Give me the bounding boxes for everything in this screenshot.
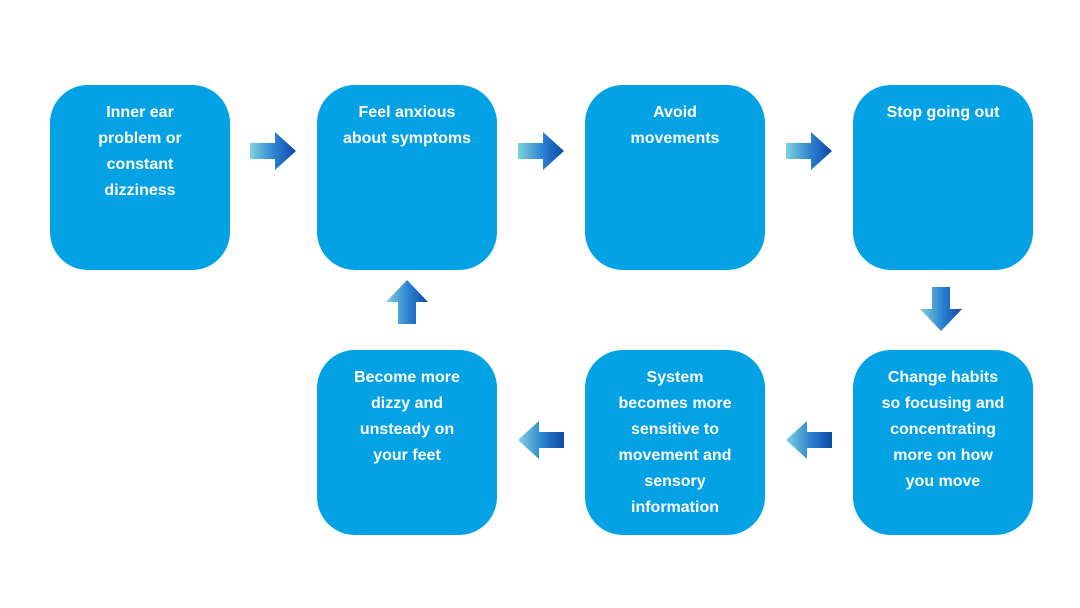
node-avoid-movements: Avoid movements <box>585 85 765 270</box>
connector-stop-going-out-to-change-habits <box>920 287 962 331</box>
node-stop-going-out: Stop going out <box>853 85 1033 270</box>
node-become-dizzy: Become more dizzy and unsteady on your f… <box>317 350 497 535</box>
connector-become-dizzy-to-feel-anxious <box>386 280 428 324</box>
down-arrow-icon <box>920 287 962 331</box>
node-inner-ear-problem: Inner ear problem or constant dizziness <box>50 85 230 270</box>
node-label: Feel anxious about symptoms <box>342 104 471 147</box>
node-label: Change habits so focusing and concentrat… <box>881 369 1005 490</box>
node-label: Stop going out <box>886 104 1000 121</box>
up-arrow-icon <box>386 280 428 324</box>
right-arrow-icon <box>518 132 564 170</box>
left-arrow-icon <box>786 421 832 459</box>
connector-change-habits-to-system-sensitive <box>786 421 832 459</box>
node-system-sensitive: System becomes more sensitive to movemen… <box>585 350 765 535</box>
node-label: Become more dizzy and unsteady on your f… <box>354 369 460 464</box>
node-label: Inner ear problem or constant dizziness <box>98 104 182 199</box>
node-feel-anxious: Feel anxious about symptoms <box>317 85 497 270</box>
node-change-habits: Change habits so focusing and concentrat… <box>853 350 1033 535</box>
node-label: System becomes more sensitive to movemen… <box>618 369 732 516</box>
connector-avoid-movements-to-stop-going-out <box>786 132 832 170</box>
connector-feel-anxious-to-avoid-movements <box>518 132 564 170</box>
left-arrow-icon <box>518 421 564 459</box>
right-arrow-icon <box>250 132 296 170</box>
node-label: Avoid movements <box>630 104 720 147</box>
connector-inner-ear-to-feel-anxious <box>250 132 296 170</box>
connector-system-sensitive-to-become-dizzy <box>518 421 564 459</box>
right-arrow-icon <box>786 132 832 170</box>
